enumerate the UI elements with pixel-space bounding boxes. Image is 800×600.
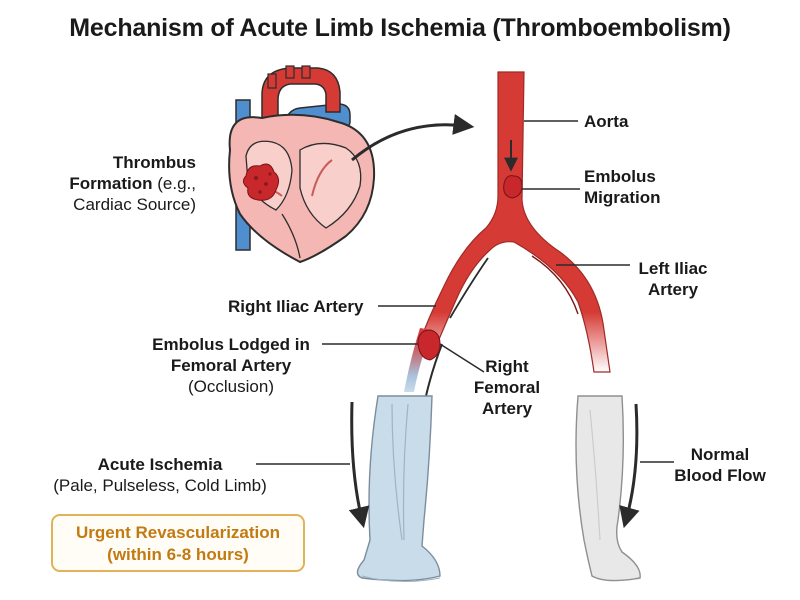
ischemic-leg bbox=[356, 395, 441, 583]
aorta-vessel bbox=[415, 71, 611, 373]
right-femoral-label: Right Femoral Artery bbox=[473, 357, 541, 418]
normal-leg bbox=[575, 395, 641, 582]
occlusion-text: (Occlusion) bbox=[188, 377, 274, 396]
embolus-lodged-label: Embolus Lodged in Femoral Artery (Occlus… bbox=[136, 334, 326, 397]
embolus-migration-label: Embolus Migration bbox=[584, 167, 661, 207]
ischemia-arrow bbox=[348, 401, 370, 529]
thrombus-label-source: Cardiac Source) bbox=[73, 195, 196, 214]
urgent-revascularization-callout: Urgent Revascularization (within 6-8 hou… bbox=[51, 514, 305, 572]
acute-ischemia-label: Acute Ischemia (Pale, Pulseless, Cold Li… bbox=[40, 454, 280, 496]
embolus-lodged-text: Embolus Lodged in Femoral Artery bbox=[152, 335, 310, 375]
thrombus-clot bbox=[242, 163, 280, 201]
leader-lines bbox=[256, 120, 674, 465]
thrombus-label-bold: Thrombus Formation bbox=[69, 153, 196, 193]
thrombus-label: Thrombus Formation (e.g., Cardiac Source… bbox=[40, 152, 196, 215]
normal-blood-flow-label: Normal Blood Flow bbox=[674, 445, 766, 485]
embolus-migrating bbox=[503, 175, 523, 199]
arterial-tree bbox=[404, 71, 611, 417]
diagram-title: Mechanism of Acute Limb Ischemia (Thromb… bbox=[69, 14, 731, 42]
left-iliac-label: Left Iliac Artery bbox=[638, 259, 708, 299]
heart-to-aorta-arrow bbox=[351, 114, 475, 162]
right-iliac-label: Right Iliac Artery bbox=[228, 297, 364, 316]
thrombus-label-eg: (e.g., bbox=[157, 174, 196, 193]
heart-illustration bbox=[228, 65, 376, 264]
aorta-label: Aorta bbox=[584, 112, 629, 131]
acute-ischemia-title: Acute Ischemia bbox=[97, 455, 223, 474]
acute-ischemia-detail: (Pale, Pulseless, Cold Limb) bbox=[53, 476, 267, 495]
normal-flow-arrow bbox=[619, 403, 640, 529]
